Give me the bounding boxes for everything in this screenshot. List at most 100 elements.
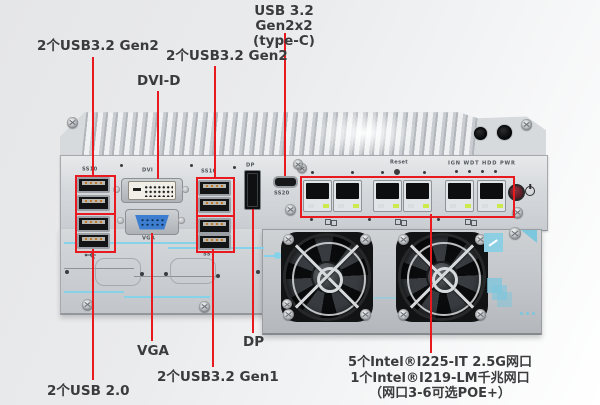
deco-dot bbox=[532, 312, 535, 315]
callout-line bbox=[92, 249, 94, 380]
panel-hole bbox=[437, 218, 440, 221]
cooling-fan bbox=[281, 232, 373, 322]
usb-a-port bbox=[77, 216, 110, 232]
panel-hole bbox=[256, 270, 260, 274]
ethernet-port bbox=[445, 180, 474, 212]
fan-guard-ring bbox=[292, 242, 366, 316]
callout-line bbox=[214, 66, 216, 178]
callout-dp: DP bbox=[243, 334, 265, 350]
hex-nut bbox=[178, 217, 185, 224]
antenna-hole bbox=[474, 127, 487, 140]
led-hdd bbox=[481, 170, 484, 173]
callout-usb32gen2-mid: 2个USB3.2 Gen2 bbox=[166, 48, 288, 64]
circuit-trace-dot bbox=[274, 252, 281, 259]
screw-icon bbox=[297, 163, 307, 173]
deco-dot bbox=[526, 312, 529, 315]
ethernet-port bbox=[303, 180, 332, 212]
dvi-pins bbox=[143, 184, 173, 197]
callout-line bbox=[252, 209, 254, 333]
usb-a-port bbox=[198, 197, 231, 213]
hex-nut bbox=[117, 217, 124, 224]
callout-usb20: 2个USB 2.0 bbox=[47, 383, 130, 399]
lan-icon bbox=[395, 219, 407, 226]
panel-hole bbox=[311, 171, 314, 174]
reset-button bbox=[394, 169, 400, 175]
screw-icon bbox=[285, 204, 296, 215]
vga-marking: VGA bbox=[142, 235, 156, 241]
callout-line bbox=[430, 214, 432, 353]
callout-usb32gen2-left: 2个USB3.2 Gen2 bbox=[37, 38, 159, 54]
ethernet-port bbox=[333, 180, 362, 212]
panel-hole bbox=[216, 274, 220, 278]
screw-icon bbox=[283, 234, 294, 245]
power-button bbox=[508, 184, 525, 201]
fan-guard-center bbox=[317, 267, 343, 293]
usb10-marking: SS10 bbox=[201, 168, 217, 174]
screw-icon bbox=[283, 309, 294, 320]
usb10-marking: SS10 bbox=[82, 166, 98, 172]
screw-icon bbox=[360, 309, 371, 320]
deco-dot bbox=[520, 312, 523, 315]
knockout-blank bbox=[170, 258, 216, 284]
vga-insert bbox=[135, 214, 169, 230]
ethernet-port bbox=[403, 180, 432, 212]
screw-icon bbox=[398, 309, 409, 320]
hex-nut bbox=[113, 186, 120, 193]
dvi-marking: DVI bbox=[142, 167, 154, 173]
fan-guard-ring bbox=[407, 242, 481, 316]
vga-pins bbox=[139, 216, 165, 228]
power-icon bbox=[525, 186, 535, 196]
callout-usb32gen1: 2个USB3.2 Gen1 bbox=[157, 369, 279, 385]
panel-hole bbox=[368, 218, 371, 221]
usb-ss-marking: SS bbox=[203, 251, 211, 257]
lan-icon bbox=[465, 219, 477, 226]
dvi-insert bbox=[128, 181, 176, 200]
usb-a-port bbox=[77, 233, 110, 249]
callout-dvid: DVI-D bbox=[137, 73, 181, 89]
circuit-trace bbox=[124, 296, 210, 298]
heatsink bbox=[60, 112, 546, 156]
callout-typec-line1: USB 3.2 Gen2x2 bbox=[254, 3, 314, 35]
panel-hole bbox=[140, 272, 144, 276]
led-markings: IGN WDT HDD PWR bbox=[448, 160, 516, 166]
panel-hole bbox=[233, 166, 236, 169]
usb-a-port bbox=[77, 177, 110, 193]
usb-c-port bbox=[273, 176, 298, 188]
callout-box-ethernet bbox=[300, 176, 515, 218]
usb-a-port bbox=[198, 180, 231, 196]
panel-hole bbox=[381, 171, 384, 174]
vga-port bbox=[125, 209, 179, 235]
callout-line bbox=[92, 57, 94, 176]
hex-nut bbox=[182, 186, 189, 193]
panel-hole bbox=[423, 171, 426, 174]
led-ign bbox=[455, 170, 458, 173]
screw-icon bbox=[282, 299, 292, 309]
screw-icon bbox=[521, 119, 532, 130]
callout-lan-line3: （网口3-6可选POE+） bbox=[369, 386, 511, 401]
panel-hole bbox=[120, 164, 123, 167]
callout-box-usb-gen2-mid bbox=[196, 177, 235, 217]
screw-icon bbox=[475, 234, 486, 245]
screw-icon bbox=[475, 309, 486, 320]
callout-lan: 5个Intel®I225-IT 2.5G网口 1个Intel®I219-LM千兆… bbox=[330, 355, 550, 402]
circuit-trace bbox=[300, 297, 450, 299]
panel-hole bbox=[351, 171, 354, 174]
callout-line bbox=[151, 233, 153, 341]
callout-box-usb20 bbox=[75, 213, 116, 253]
fan-guard-center bbox=[432, 267, 458, 293]
ethernet-port bbox=[373, 180, 402, 212]
cooling-fan bbox=[396, 232, 488, 322]
screw-icon bbox=[82, 299, 93, 310]
usb-a-port bbox=[77, 195, 110, 211]
circuit-trace bbox=[64, 242, 214, 244]
circuit-trace bbox=[64, 268, 134, 269]
callout-typec: USB 3.2 Gen2x2 (type-C) bbox=[227, 3, 341, 49]
knockout-blank bbox=[95, 258, 141, 286]
deco-square bbox=[497, 292, 512, 307]
panel-hole bbox=[65, 270, 69, 274]
ethernet-port bbox=[477, 180, 506, 212]
dp-marking: DP bbox=[246, 162, 255, 168]
callout-lan-line1: 5个Intel®I225-IT 2.5G网口 bbox=[348, 355, 532, 370]
panel-hole bbox=[310, 218, 313, 221]
